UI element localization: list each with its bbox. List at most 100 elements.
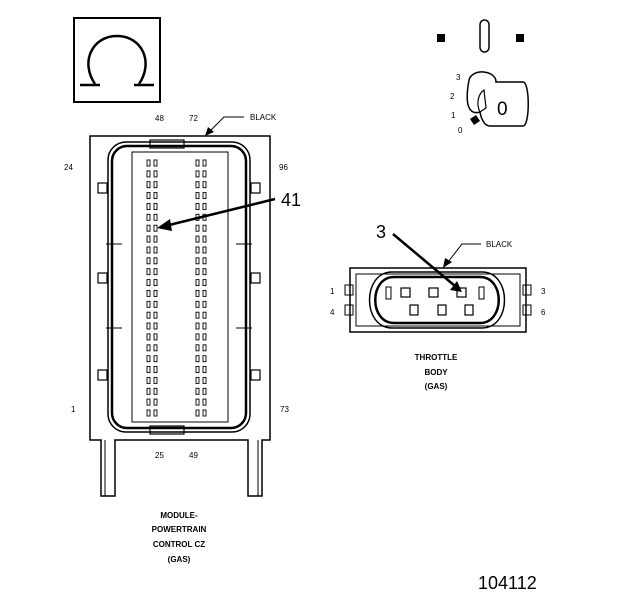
pcm-pin [202,203,207,210]
throttle-pin-label-1: 1 [330,287,335,296]
throttle-body-connector: 1 3 4 6 BLACK 3 THROTTLE BODY (GAS) [330,222,546,391]
pcm-pin [195,268,200,276]
pcm-pin [202,289,207,297]
pcm-pin [195,376,200,384]
pcm-pin [153,268,158,276]
throttle-connector-body [349,267,527,333]
pcm-connector-cavity [107,141,251,433]
pcm-pin [146,170,151,178]
pcm-pin [195,224,200,232]
throttle-callout-number: 3 [376,222,386,242]
pcm-pin [195,333,200,341]
key-slot-icon [479,19,490,53]
pcm-pin [195,289,200,297]
pcm-pin [202,344,207,352]
pcm-pin [195,355,200,363]
pcm-pin [202,387,207,395]
pcm-pin [146,366,151,373]
pcm-terminal-pins [146,159,207,417]
pcm-pin [153,159,158,167]
pcm-pin [153,355,158,363]
pcm-pin [153,387,158,395]
ignition-switch: 3 2 1 0 0 [437,19,529,135]
throttle-terminal-pins [385,286,485,316]
pcm-pin [202,333,207,341]
pcm-pin [195,300,200,308]
switch-terminal-right [516,34,524,42]
pcm-pin [146,268,151,276]
throttle-pin [409,304,419,316]
pcm-pin [153,344,158,352]
pcm-pin [146,409,151,417]
throttle-pin [400,287,411,298]
pcm-pin [153,409,158,417]
throttle-pin [456,287,467,298]
pcm-caption-line-1: MODULE- [160,511,198,520]
throttle-caption-line-2: BODY [424,368,448,377]
pcm-pin [146,376,151,384]
pcm-pin [195,181,200,189]
pcm-pin [153,246,158,254]
switch-position-2: 2 [450,92,455,101]
pcm-pin-label-73: 73 [280,405,289,414]
pcm-pin [195,387,200,395]
pcm-pin [153,192,158,200]
pcm-pin [146,181,151,189]
pcm-pin [146,355,151,363]
switch-terminal-left [437,34,445,42]
pcm-pin [195,322,200,330]
key-position-label: 0 [497,99,508,120]
pcm-pin [153,213,158,221]
pcm-pin [195,235,200,243]
pcm-caption-line-4: (GAS) [168,555,191,564]
ohm-icon [87,34,147,85]
pcm-caption-line-2: POWERTRAIN [152,525,207,534]
pcm-pin [153,322,158,330]
pcm-pin [202,192,207,200]
pcm-pin [146,213,151,221]
pcm-pin [146,159,151,167]
pcm-pin [195,279,200,287]
pcm-pin [153,398,158,406]
pcm-pin [202,159,207,167]
pcm-pin [195,246,200,254]
pcm-pin-label-1: 1 [71,405,76,414]
throttle-pin-label-4: 4 [330,308,335,317]
pcm-caption-line-3: CONTROL CZ [153,540,205,549]
pcm-pin [195,170,200,178]
pcm-pin [202,322,207,330]
key-icon [466,71,529,127]
pcm-pin-label-48: 48 [155,114,164,123]
pcm-pin-label-96: 96 [279,163,288,172]
pcm-pin [153,203,158,210]
pcm-pin [195,344,200,352]
pcm-pin [146,398,151,406]
pcm-pin [202,409,207,417]
pcm-pin [153,170,158,178]
switch-position-3: 3 [456,73,461,82]
pcm-pin [153,279,158,287]
pcm-pin [153,376,158,384]
pcm-pin [202,181,207,189]
throttle-color-label: BLACK [486,240,513,249]
pcm-pin-label-72: 72 [189,114,198,123]
pcm-pin [202,366,207,373]
pcm-pin [153,224,158,232]
pcm-color-label: BLACK [250,113,277,122]
pcm-pin [146,235,151,243]
pcm-pin [202,398,207,406]
callout-41-arrow [164,197,276,228]
pcm-pin [202,224,207,232]
pcm-pin-label-25: 25 [155,451,164,460]
throttle-pin [428,287,439,298]
pcm-pin [146,203,151,210]
pcm-pin [146,300,151,308]
pcm-pin [195,257,200,265]
pcm-pin [153,181,158,189]
switch-position-0: 0 [458,126,463,135]
pcm-callout-number: 41 [281,190,301,210]
pcm-pin [146,387,151,395]
throttle-pin [464,304,474,316]
pcm-pin [202,170,207,178]
